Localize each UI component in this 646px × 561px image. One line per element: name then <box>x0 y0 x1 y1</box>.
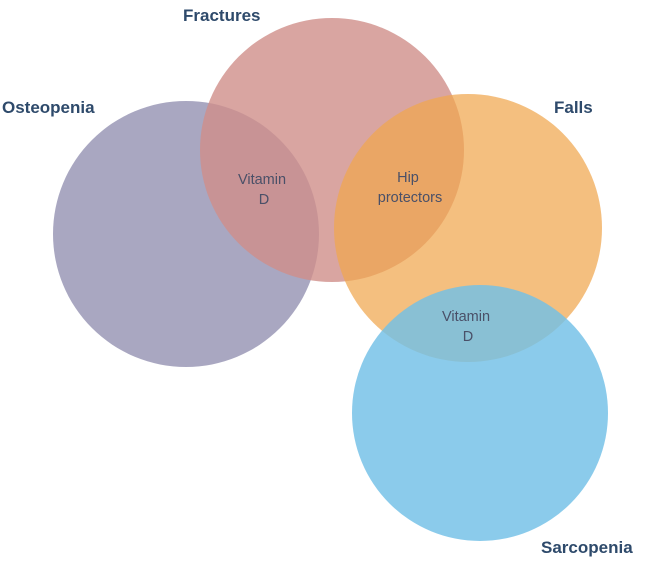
set-label-falls: Falls <box>554 98 593 117</box>
overlap-label-falls-sarcopenia: Vitamin D <box>442 309 494 345</box>
circle-sarcopenia <box>352 285 608 541</box>
overlap-line: protectors <box>378 190 442 206</box>
set-labels: Fractures Osteopenia Falls Sarcopenia <box>2 6 633 557</box>
overlap-line: Vitamin <box>238 172 286 188</box>
overlap-line: D <box>463 329 473 345</box>
overlap-line: D <box>259 192 269 208</box>
overlap-line: Hip <box>397 170 419 186</box>
overlap-line: Vitamin <box>442 309 490 325</box>
set-label-fractures: Fractures <box>183 6 260 25</box>
overlap-label-osteopenia-fractures: Vitamin D <box>238 172 290 208</box>
set-circles <box>53 18 608 541</box>
circle-falls <box>334 94 602 362</box>
overlap-labels: Vitamin D Hip protectors Vitamin D <box>238 170 494 345</box>
set-label-sarcopenia: Sarcopenia <box>541 538 633 557</box>
set-label-osteopenia: Osteopenia <box>2 98 95 117</box>
overlap-label-fractures-falls: Hip protectors <box>378 170 442 206</box>
